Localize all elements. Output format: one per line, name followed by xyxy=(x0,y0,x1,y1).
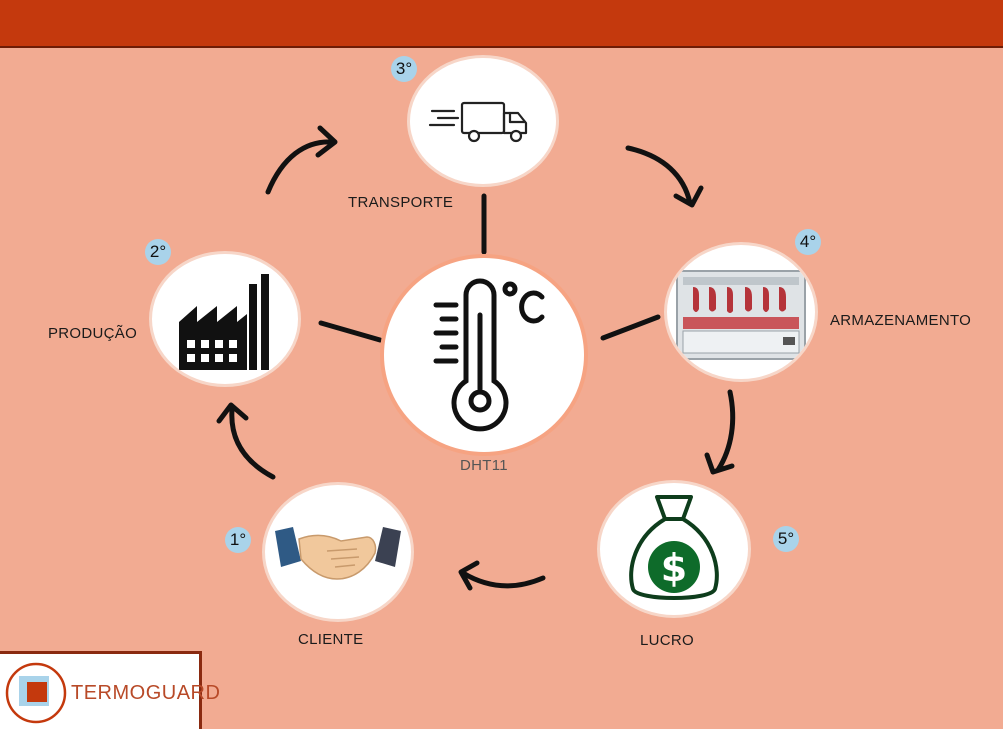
arrow-cliente-to-producao xyxy=(216,402,276,480)
delivery-truck-icon xyxy=(428,101,528,143)
arrow-lucro-to-cliente xyxy=(458,560,546,591)
step-label-producao: PRODUÇÃO xyxy=(48,325,138,342)
node-lucro: $ xyxy=(600,483,748,615)
node-producao xyxy=(152,254,298,384)
handshake-icon xyxy=(275,527,401,580)
logo-text: TERMOGUARD xyxy=(71,682,221,704)
node-transporte xyxy=(410,58,556,184)
step-badge-3: 3° xyxy=(391,56,417,82)
connector-armazenamento xyxy=(600,314,661,341)
step-badge-5: 5° xyxy=(773,526,799,552)
step-label-lucro: LUCRO xyxy=(640,632,695,649)
termoguard-logo: TERMOGUARD xyxy=(0,651,220,729)
step-badge-1: 1° xyxy=(225,527,251,553)
arrow-armazenamento-to-lucro xyxy=(704,389,736,475)
step-label-armazenamento: ARMAZENAMENTO xyxy=(830,312,972,329)
step-label-transporte: TRANSPORTE xyxy=(348,194,454,211)
arrow-transporte-to-armazenamento xyxy=(625,145,704,208)
thermometer-celsius-icon xyxy=(433,278,545,432)
step-badge-2: 2° xyxy=(145,239,171,265)
node-cliente xyxy=(265,485,411,619)
money-bag-icon: $ xyxy=(629,495,719,600)
meat-display-fridge-icon xyxy=(676,270,806,360)
termoguard-logo-icon xyxy=(5,662,67,724)
connector-producao xyxy=(318,320,383,343)
node-armazenamento xyxy=(667,245,815,379)
top-header-bar xyxy=(0,0,1003,48)
svg-text:$: $ xyxy=(661,546,687,590)
center-label-dht11: DHT11 xyxy=(460,457,508,474)
factory-icon xyxy=(179,274,269,370)
step-label-cliente: CLIENTE xyxy=(298,631,364,648)
step-badge-4: 4° xyxy=(795,229,821,255)
arrow-producao-to-transporte xyxy=(265,125,338,195)
node-dht11 xyxy=(384,258,584,452)
